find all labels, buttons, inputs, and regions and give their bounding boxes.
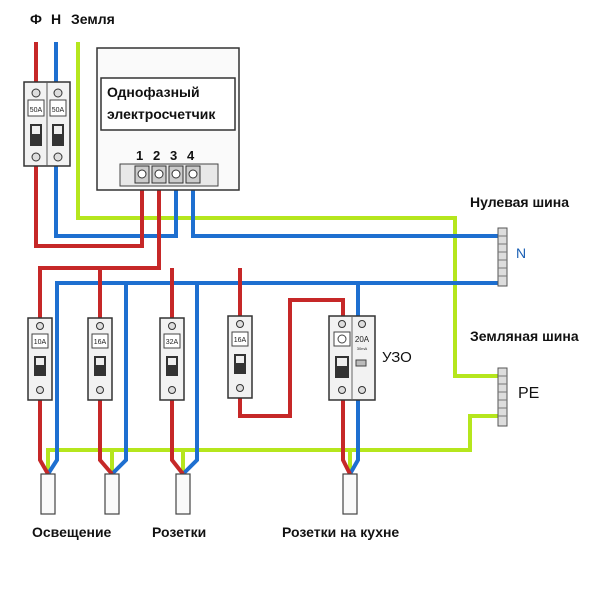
breaker-lighting[interactable]: 10A — [27, 317, 53, 401]
main-breaker-left-rating: 50A — [30, 107, 43, 114]
terminal-1-label: 1 — [136, 148, 143, 163]
terminal-3-label: 3 — [170, 148, 177, 163]
main-breaker-right-rating: 50A — [52, 107, 65, 114]
breaker-lighting-rating: 10A — [34, 339, 47, 346]
earth-label: Земля — [71, 11, 115, 27]
phase-wires — [34, 42, 352, 476]
cable-sockets — [104, 473, 120, 515]
meter-title-line1: Однофазный — [107, 84, 200, 100]
rcd-label: УЗО — [382, 349, 412, 366]
neutral-distribution — [46, 281, 500, 476]
main-breaker[interactable]: 50A 50A — [23, 81, 71, 167]
phase-to-meter — [34, 164, 144, 248]
rcd-device[interactable]: 20A 30mA — [328, 315, 376, 401]
terminal-4-label: 4 — [187, 148, 195, 163]
cable-sockets-2 — [175, 473, 191, 515]
breaker-kitchen[interactable]: 16A — [227, 315, 253, 399]
meter-terminals — [134, 165, 201, 184]
neutral-bus-mark: N — [516, 245, 526, 261]
earth-bus — [497, 367, 508, 427]
neutral-wires — [46, 42, 500, 476]
phase-label: Ф — [30, 11, 42, 27]
breaker-32a-rating: 32A — [166, 339, 179, 346]
breaker-kitchen-rating: 16A — [234, 337, 247, 344]
cable-kitchen — [342, 473, 358, 515]
electricity-meter: Однофазный электросчетчик 1 2 3 4 — [96, 47, 240, 191]
rcd-rating: 20A — [355, 335, 370, 344]
terminal-2-label: 2 — [153, 148, 160, 163]
neutral-label: Н — [51, 11, 61, 27]
neutral-to-bus — [191, 183, 500, 238]
earth-bus-mark: PE — [518, 385, 539, 402]
kitchen-sockets-label: Розетки на кухне — [282, 524, 399, 540]
earth-bus-return — [46, 414, 500, 470]
breaker-sockets-16a[interactable]: 16A — [87, 317, 113, 401]
neutral-bus — [497, 227, 508, 287]
earth-bus-label: Земляная шина — [470, 328, 579, 344]
sockets-label: Розетки — [152, 524, 206, 540]
neutral-to-meter — [54, 164, 178, 238]
breaker-32a[interactable]: 32A — [159, 317, 185, 401]
cable-lighting — [40, 473, 56, 515]
output-cables — [40, 473, 358, 515]
lighting-label: Освещение — [32, 524, 112, 540]
breaker-sockets-16a-rating: 16A — [94, 339, 107, 346]
earth-wires — [46, 42, 500, 472]
earth-main-wire — [76, 42, 500, 378]
rcd-sensitivity: 30mA — [357, 346, 368, 351]
meter-title-line2: электросчетчик — [107, 106, 216, 122]
neutral-bus-label: Нулевая шина — [470, 194, 569, 210]
phase-to-rcd — [238, 298, 345, 418]
